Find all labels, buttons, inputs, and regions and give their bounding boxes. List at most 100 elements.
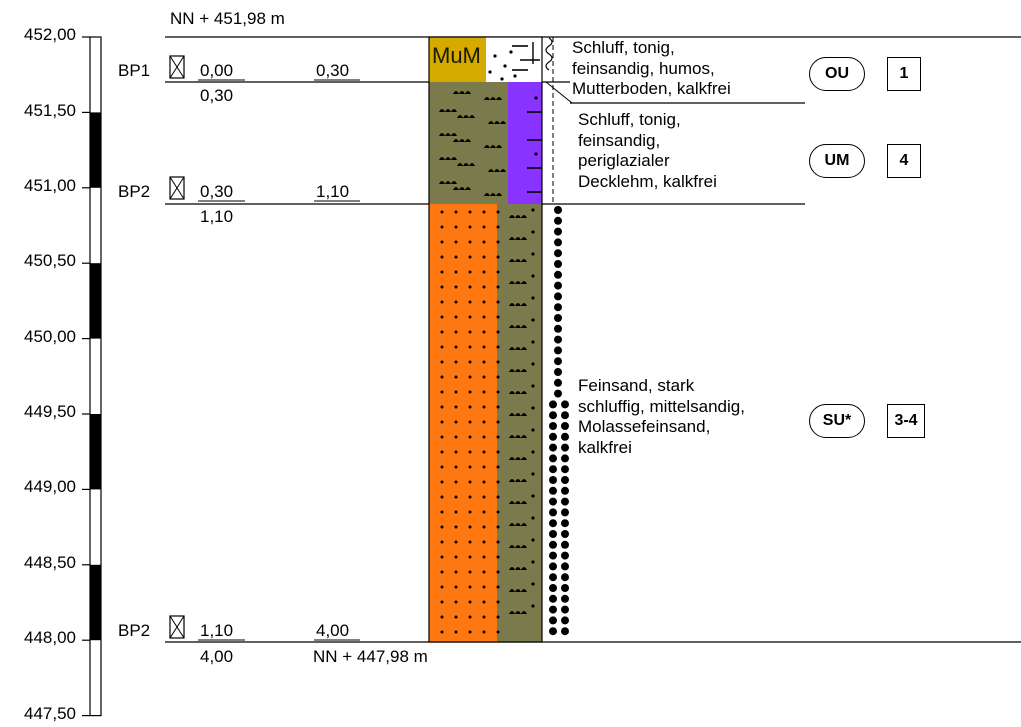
pattern-dot [440,375,444,379]
pattern-mound [509,237,527,240]
pattern-mound [509,567,527,570]
consistency-dot [549,562,557,571]
pattern-dot [468,405,472,409]
pattern-dot [454,270,458,274]
pattern-dot [531,428,535,432]
pattern-dot [482,285,486,289]
pattern-dot [468,510,472,514]
pattern-dot [454,630,458,634]
pattern-mound [509,369,527,372]
pattern-dot [454,330,458,334]
sample-to: 1,10 [316,182,350,201]
sample-marker-cross [169,55,185,79]
pattern-dot [482,570,486,574]
pattern-dot [482,390,486,394]
pattern-dot [468,570,472,574]
pattern-dot [454,495,458,499]
pattern-mound [509,281,527,284]
pattern-dot [440,330,444,334]
pattern-dot [482,315,486,319]
pattern-dot [482,360,486,364]
pattern-dot [496,525,500,529]
humus-indicator [545,37,553,71]
pattern-dot [531,362,535,366]
pattern-dot [454,480,458,484]
pattern-dot [531,494,535,498]
pattern-dot [531,406,535,410]
pattern-dot [496,600,500,604]
consistency-dot [561,465,569,474]
pattern-mound [453,187,471,190]
pattern-mound [509,259,527,262]
pattern-dot [531,582,535,586]
pattern-dot [531,538,535,542]
pattern-dot [454,255,458,259]
consistency-dot [561,605,569,614]
pattern-mound [509,545,527,548]
pattern-dot [482,270,486,274]
pattern-mound [509,215,527,218]
pattern-dot [482,255,486,259]
pattern-dot [482,525,486,529]
consistency-dot [554,303,562,312]
pattern-dot [440,600,444,604]
pattern-dot [468,555,472,559]
pattern-dot [496,450,500,454]
pattern-dot [440,615,444,619]
pattern-dot [468,495,472,499]
sample-from: 0,00 [200,61,234,80]
consistency-dot [549,584,557,592]
consistency-dot [561,454,569,463]
pattern-mound [509,303,527,306]
consistency-dot [549,432,557,441]
pattern-dot [482,240,486,244]
consistency-dot [554,281,562,290]
pattern-mound [509,347,527,350]
pattern-dot [482,510,486,514]
scale-bar-segment [90,564,101,641]
pattern-dot [454,615,458,619]
pattern-dot [500,77,504,81]
pattern-dot [468,240,472,244]
pattern-dot [496,255,500,259]
layer-2-fill [429,82,508,204]
consistency-dot [554,227,562,236]
scale-tick-label: 451,00 [24,176,76,195]
consistency-dot [549,540,557,549]
consistency-dot [549,454,557,463]
pattern-dot [482,495,486,499]
consistency-dot [549,497,557,506]
pattern-mound [484,193,502,196]
consistency-dot [549,508,557,517]
consistency-dot [549,400,557,409]
consistency-dot [549,411,557,420]
consistency-dot [549,519,557,528]
pattern-mound [509,413,527,416]
pattern-dot [496,555,500,559]
pattern-dot [440,300,444,304]
pattern-mound [509,589,527,592]
pattern-dot [440,225,444,229]
boundary-depth-label: 1,10 [200,207,234,226]
consistency-dot [561,584,569,592]
pattern-dot [496,540,500,544]
pattern-dot [496,435,500,439]
pattern-mound [509,611,527,614]
pattern-dot [468,315,472,319]
consistency-dot [554,346,562,355]
scale-tick-label: 450,50 [24,251,76,270]
pattern-dot [454,525,458,529]
pattern-dot [440,210,444,214]
soil-group-badge: OU [809,57,865,91]
consistency-dot [561,476,569,484]
pattern-dot [454,570,458,574]
boundary-depth-label: 0,30 [200,86,234,105]
bottom-elevation-label: NN + 447,98 m [313,647,428,666]
pattern-dot [454,300,458,304]
pattern-dot [440,555,444,559]
pattern-dot [496,315,500,319]
pattern-dot [440,465,444,469]
pattern-mound [439,181,457,184]
scale-bar-segment [90,414,101,490]
sample-id: BP1 [118,61,151,80]
